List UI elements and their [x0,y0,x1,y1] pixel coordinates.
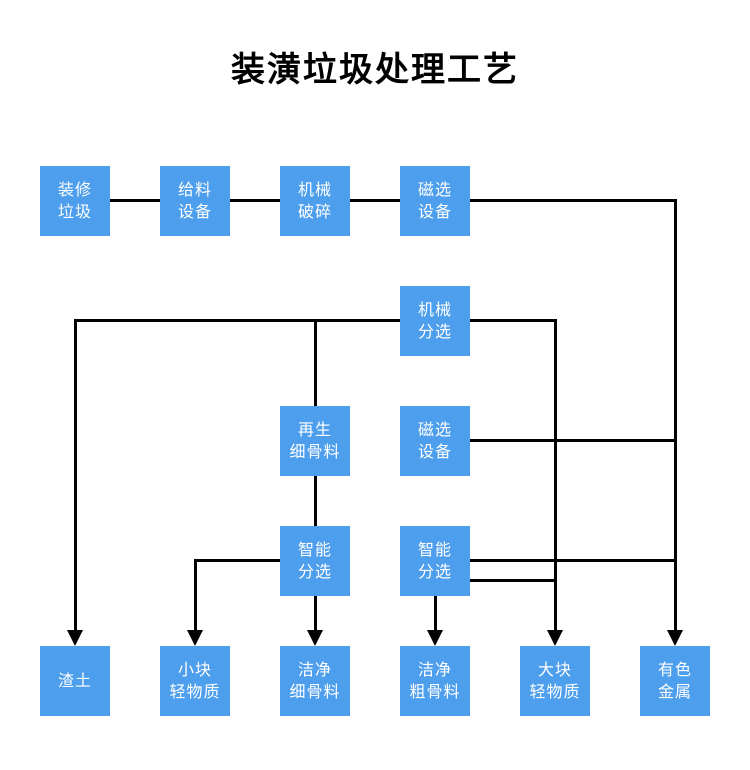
connector-mechsorting-right-h [470,319,557,322]
node-label-line: 设备 [177,202,212,221]
node-decoration-waste: 装修 垃圾 [40,166,110,236]
node-label-line: 垃圾 [57,202,92,221]
connector-mechsorting-left-h [74,319,400,322]
node-smart-sorting-left: 智能 分选 [280,526,350,596]
connector-waste-feeding [110,199,160,202]
node-label-line: 小块 [177,659,212,679]
connector-mechsorting-recycledfine-v [314,319,317,406]
arrowhead-nonferrous-metal [667,630,683,646]
node-large-light-material: 大块 轻物质 [520,646,590,716]
connector-mechsorting-largelight-v [554,319,557,630]
node-mechanical-crushing: 机械 破碎 [280,166,350,236]
node-clean-coarse-aggregate: 洁净 粗骨料 [400,646,470,716]
connector-crushing-magnetic1 [350,199,400,202]
arrowhead-slag-soil [67,630,83,646]
node-label-line: 分选 [417,322,452,341]
node-label-line: 给料 [177,179,212,199]
node-label-line: 细骨料 [289,682,341,701]
node-label-line: 装修 [57,179,92,199]
node-label-line: 分选 [297,562,332,581]
node-label-line: 智能 [297,539,332,559]
node-magnetic-separator-2: 磁选 设备 [400,406,470,476]
connector-feeding-crushing [230,199,280,202]
node-small-light-material: 小块 轻物质 [160,646,230,716]
node-label-line: 分选 [417,562,452,581]
connector-smartleft-smalllight-v [194,559,197,630]
arrowhead-clean-coarse-aggregate [427,630,443,646]
arrowhead-large-light-material [547,630,563,646]
node-label-line: 机械 [417,299,452,319]
node-label-line: 轻物质 [529,682,581,701]
node-label-line: 渣土 [57,670,92,690]
node-magnetic-separator-1: 磁选 设备 [400,166,470,236]
node-label-line: 磁选 [417,419,452,439]
connector-smartleft-cleanfine-v [314,596,317,630]
node-recycled-fine-aggregate: 再生 细骨料 [280,406,350,476]
node-smart-sorting-right: 智能 分选 [400,526,470,596]
connector-magnetic2-nonferrous-h [470,439,677,442]
node-label-line: 粗骨料 [409,682,461,701]
node-label-line: 细骨料 [289,442,341,461]
diagram-title: 装潢垃圾处理工艺 [231,50,519,90]
node-label-line: 设备 [417,202,452,221]
node-label-line: 有色 [657,659,692,679]
connector-smartright-nonferrous-h [470,559,677,562]
node-label-line: 再生 [297,419,332,439]
connector-mechsorting-slagsoil-v [74,319,77,630]
node-feeding-equipment: 给料 设备 [160,166,230,236]
node-label-line: 洁净 [417,659,452,679]
node-mechanical-sorting: 机械 分选 [400,286,470,356]
node-label-line: 大块 [537,659,572,679]
node-nonferrous-metal: 有色 金属 [640,646,710,716]
connector-recycledfine-smartleft-v [314,476,317,526]
connector-smartright-cleancoarse-v [434,596,437,630]
node-label-line: 设备 [417,442,452,461]
node-label-line: 轻物质 [169,682,221,701]
node-label-line: 金属 [657,682,692,701]
node-slag-soil: 渣土 [40,646,110,716]
connector-smartleft-smalllight-h [194,559,280,562]
node-label-line: 机械 [297,179,332,199]
connector-smartright-largelight-h [470,579,557,582]
connector-magnetic1-nonferrous-v [674,199,677,630]
connector-magnetic1-nonferrous-h [470,199,677,202]
node-label-line: 智能 [417,539,452,559]
node-clean-fine-aggregate: 洁净 细骨料 [280,646,350,716]
node-label-line: 磁选 [417,179,452,199]
node-label-line: 破碎 [297,202,332,221]
node-label-line: 洁净 [297,659,332,679]
arrowhead-small-light-material [187,630,203,646]
arrowhead-clean-fine-aggregate [307,630,323,646]
